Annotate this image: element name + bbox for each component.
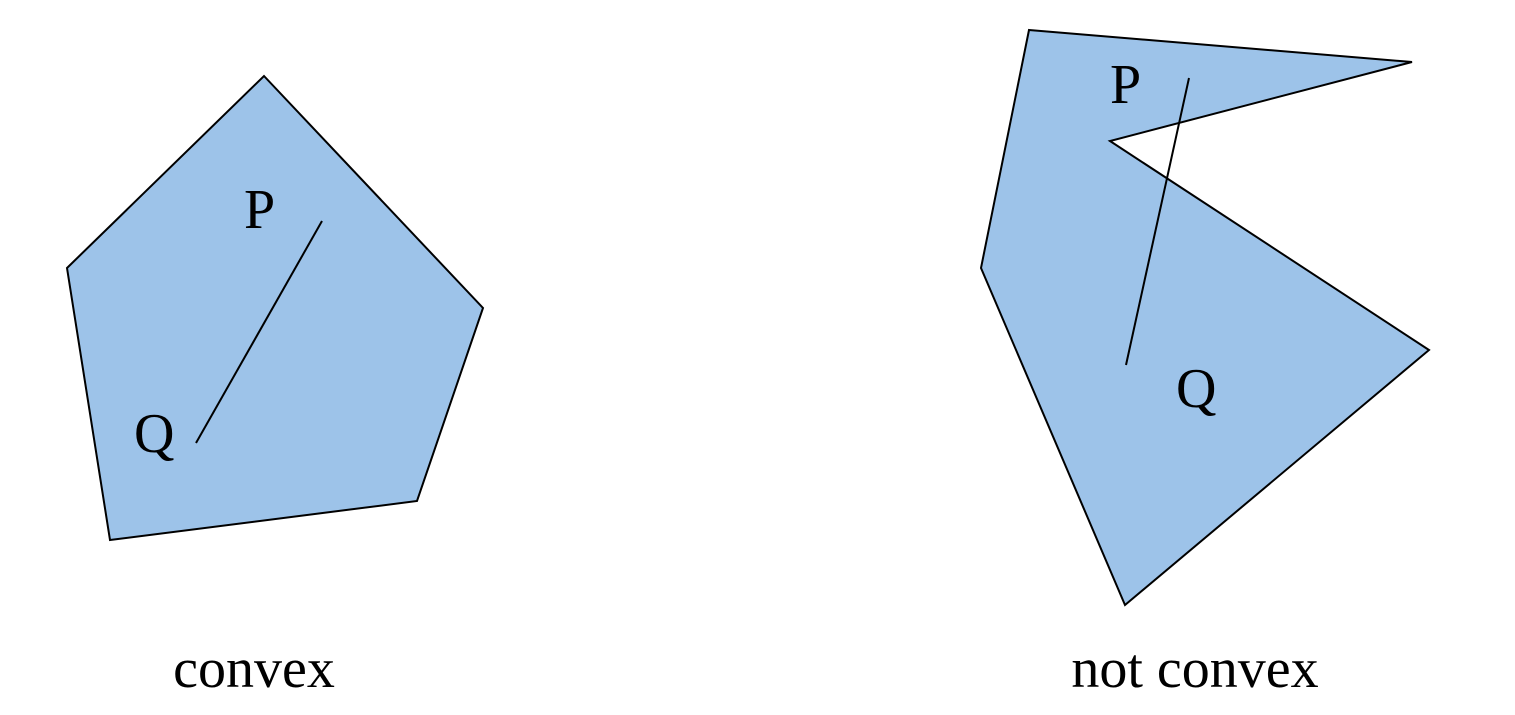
convex-panel: P Q convex — [65, 74, 485, 700]
segment-pq-not-convex — [1125, 77, 1190, 366]
point-q-label-convex: Q — [134, 403, 174, 465]
convex-polygon — [65, 74, 485, 542]
point-q-label-not-convex: Q — [1176, 358, 1216, 420]
not-convex-panel: P Q not convex — [979, 28, 1431, 700]
not-convex-polygon — [979, 28, 1431, 607]
segment-pq-convex — [195, 220, 323, 444]
caption-convex: convex — [173, 638, 335, 700]
point-p-label-not-convex: P — [1110, 54, 1141, 116]
caption-not-convex: not convex — [1071, 638, 1318, 700]
point-p-label-convex: P — [244, 179, 275, 241]
